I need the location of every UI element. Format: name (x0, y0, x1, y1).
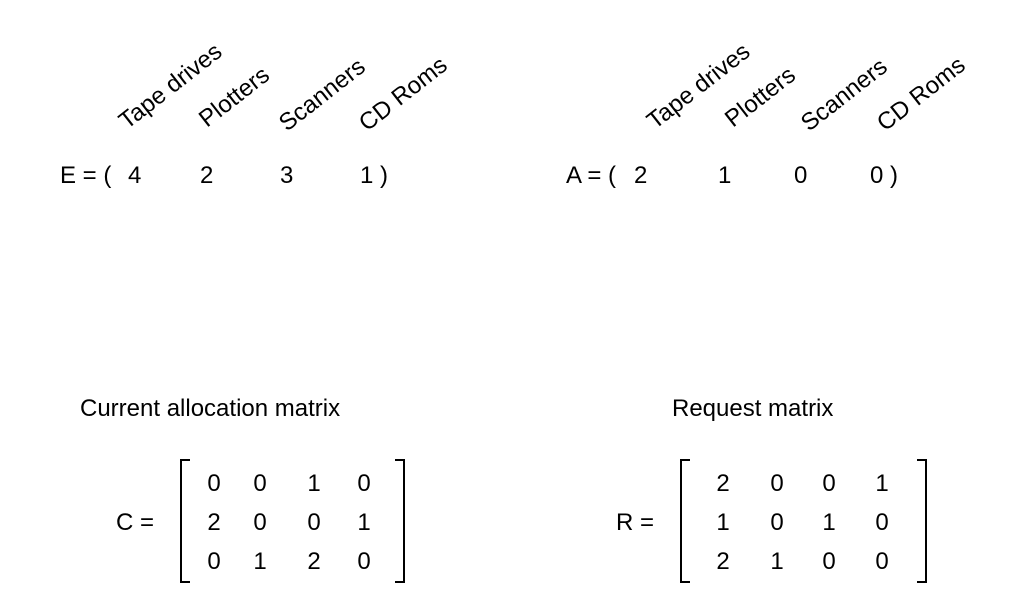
matrix-cell: 0 (770, 470, 784, 497)
vector-value: 0 (870, 162, 884, 189)
matrix-cell: 0 (207, 470, 221, 497)
matrix-cell: 0 (307, 509, 321, 536)
vector-value: 0 (794, 162, 808, 189)
matrix-cell: 1 (357, 509, 371, 536)
matrix-cell: 1 (253, 548, 267, 575)
matrix-cell: 1 (716, 509, 730, 536)
matrix-cell: 2 (716, 548, 730, 575)
vector-value: 4 (128, 162, 142, 189)
existing-resource-vector: E = ( 4 2 3 1 ) (60, 164, 420, 192)
matrix-cell: 0 (875, 548, 889, 575)
matrix-cell: 0 (875, 509, 889, 536)
vector-value: 1 (360, 162, 374, 189)
matrix-cell: 1 (875, 470, 889, 497)
left-bracket (680, 459, 690, 583)
matrix-cell: 2 (207, 509, 221, 536)
current-allocation-title: Current allocation matrix (80, 395, 341, 422)
right-bracket (917, 459, 927, 583)
right-bracket (395, 459, 405, 583)
matrix-cell: 0 (822, 548, 836, 575)
matrix-cell: 0 (822, 470, 836, 497)
vector-value: 2 (200, 162, 214, 189)
matrix-label: C = (116, 509, 155, 536)
resource-header-cd-roms-right: CD Roms (871, 51, 971, 137)
resource-header-scanners: Scanners (273, 53, 371, 137)
matrix-label: R = (616, 509, 655, 536)
matrix-cell: 1 (307, 470, 321, 497)
vector-value: 2 (634, 162, 648, 189)
matrix-cell: 0 (253, 509, 267, 536)
vector-prefix: E = ( (60, 162, 112, 189)
matrix-cell: 0 (207, 548, 221, 575)
matrix-cell: 0 (770, 509, 784, 536)
vector-value: 3 (280, 162, 294, 189)
available-resource-vector: A = ( 2 1 0 0 ) (566, 164, 926, 192)
vector-prefix: A = ( (566, 162, 617, 189)
matrix-cell: 0 (357, 470, 371, 497)
vector-suffix: ) (890, 162, 898, 189)
matrix-cell: 1 (770, 548, 784, 575)
matrix-cell: 1 (822, 509, 836, 536)
vector-value: 1 (718, 162, 732, 189)
resource-header-cd-roms: CD Roms (353, 51, 453, 137)
vector-suffix: ) (380, 162, 388, 189)
left-bracket (180, 459, 190, 583)
request-matrix-title: Request matrix (672, 395, 834, 422)
matrix-cell: 2 (307, 548, 321, 575)
matrix-cell: 0 (253, 470, 267, 497)
matrix-cell: 2 (716, 470, 730, 497)
matrix-cell: 0 (357, 548, 371, 575)
